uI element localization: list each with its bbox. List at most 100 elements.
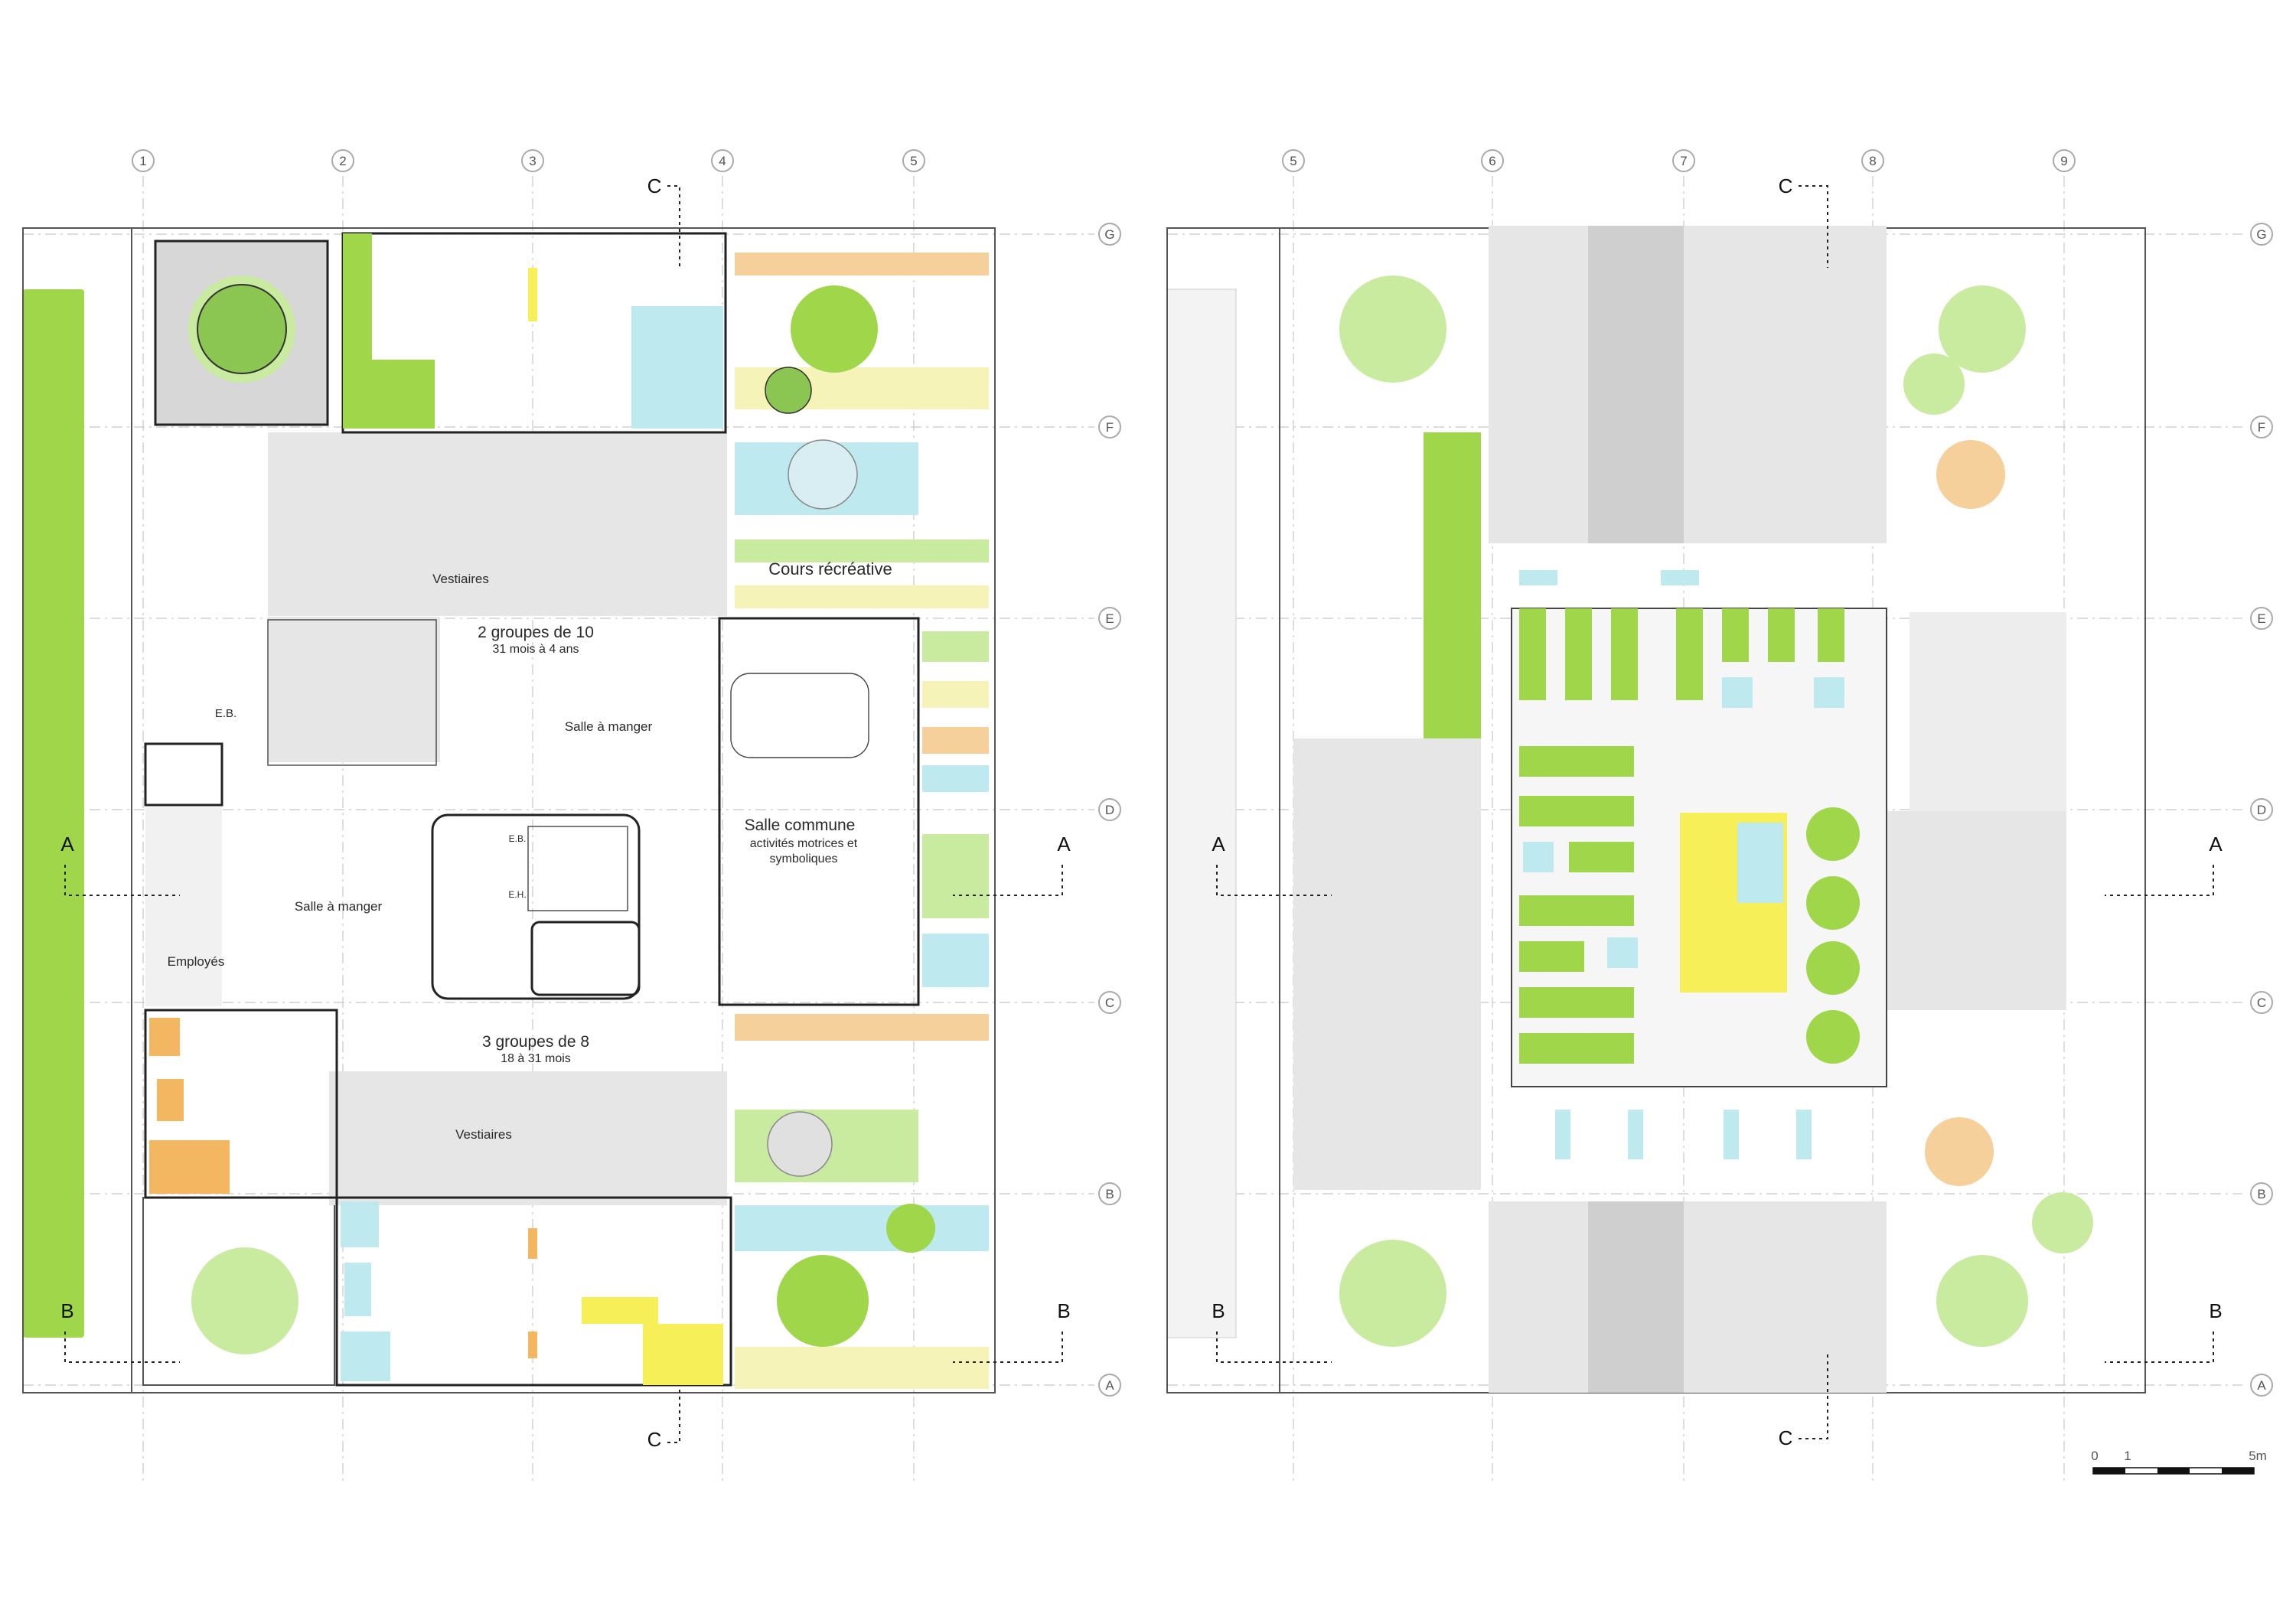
grid-col-7: 7 [1680,154,1687,168]
label-vestiaires-bottom: Vestiaires [455,1127,512,1142]
grid-row-b: B [1105,1187,1114,1201]
label-salle-commune-sub2: symboliques [770,852,838,865]
grid-col-6: 6 [1489,154,1495,168]
grid-row-bubbles-left: G F E D C B A [1098,223,1121,1397]
grid-row-c-r: C [2257,996,2266,1010]
scale-bar: 0 1 5m [2091,1449,2267,1475]
roof-skylight-10 [1796,1110,1812,1159]
roof-skylight-2 [1607,937,1638,968]
roof-skylight-9 [1724,1110,1739,1159]
roof-skylight-3 [1722,677,1753,708]
grid-row-f: F [1106,420,1114,435]
left-plan [22,227,996,1393]
roof-bar-2 [1565,608,1592,700]
roof-small-tree-top [1903,354,1965,415]
grid-col-8: 8 [1869,154,1876,168]
orange-strip-bottom-2 [528,1332,537,1358]
yellow-stair-bottom [582,1297,658,1324]
label-eb-core: E.B. [509,833,527,844]
grid-col-1: 1 [139,154,146,168]
grid-row-b-r: B [2257,1187,2265,1201]
grid-row-e: E [1105,611,1114,626]
section-a-right-e: A [2209,833,2223,856]
section-c-bottom-left: C [647,1428,662,1451]
grid-row-g-r: G [2256,227,2266,242]
roof-row-1 [1519,746,1634,777]
roof-bar-5 [1722,608,1749,662]
roof-row-2 [1519,796,1634,826]
roof-row-6 [1519,987,1634,1018]
roof-tree-3 [1806,941,1860,995]
band-orange-2 [922,727,989,754]
roof-small-tree-bottom [2032,1192,2093,1253]
grid-row-g: G [1104,227,1114,242]
band-yellow-3 [922,681,989,708]
band-green-1 [735,539,989,562]
cyan-block-bottom-2 [341,1332,390,1381]
section-c-top-left: C [647,174,662,197]
section-c-top-right: C [1779,174,1793,197]
section-b-right-w: B [1212,1299,1225,1322]
band-yellow-4 [735,1347,989,1389]
roof-row-5 [1519,941,1584,972]
roof-bar-3 [1611,608,1638,700]
grid-row-a: A [1105,1378,1114,1393]
roof-row-7 [1519,1033,1634,1064]
section-b-right-e: B [2209,1299,2222,1322]
label-cours: Cours récréative [768,559,892,579]
roof-row-4 [1519,895,1634,926]
section-a-left-w: A [60,833,74,856]
roof-tree-2 [1806,876,1860,930]
label-salle-manger-left: Salle à manger [295,899,383,914]
roof-tree-4 [1806,1010,1860,1064]
grid-row-a-r: A [2257,1378,2266,1393]
left-plan-labels: Cours récréative Vestiaires 2 groupes de… [168,559,892,1142]
roof-skylight-7 [1555,1110,1570,1159]
right-plan [1166,226,2146,1393]
hedge-strip [23,289,84,1338]
label-groupes10-age: 31 mois à 4 ans [493,643,579,656]
cyan-block-top [631,306,723,429]
roof-tree-1 [1806,807,1860,861]
roof-skylight-5 [1519,570,1557,585]
roof-skylight-8 [1628,1110,1643,1159]
green-block-top [343,360,435,429]
grid-row-f-r: F [2258,420,2265,435]
scale-label-1: 1 [2124,1449,2131,1463]
label-eh-core: E.H. [508,889,526,900]
band-cyan-4 [735,1205,989,1251]
roof-court-tree-tl [1339,275,1446,383]
cyan-stair-bottom [341,1201,379,1247]
band-green-2 [922,631,989,662]
label-eb-left: E.B. [215,707,236,720]
roof-orange-circle-top [1936,440,2005,509]
roof-skylight-1 [1523,842,1554,872]
grid-col-2: 2 [339,154,346,168]
scale-label-0: 0 [2091,1449,2098,1463]
grid-col-5: 5 [910,154,917,168]
band-green-3 [922,834,989,918]
roof-court-tree-bl [1339,1240,1446,1347]
label-groupes8-age: 18 à 31 mois [501,1052,571,1065]
roof-row-3 [1569,842,1634,872]
green-roof-strip [1424,432,1481,738]
grid-row-e-r: E [2257,611,2265,626]
section-c-bottom-right: C [1779,1426,1793,1449]
grid-row-bubbles-right: G F E D C B A [2250,223,2273,1397]
grid-col-3: 3 [529,154,536,168]
grid-col-4: 4 [719,154,726,168]
orange-stair [149,1018,180,1056]
roof-bar-6 [1768,608,1795,662]
roof-skylight-4 [1814,677,1844,708]
band-yellow-2 [735,585,989,608]
tree-small-bottom [886,1204,935,1253]
grid-bubbles: 1 2 3 4 5 5 6 7 8 9 [132,149,2076,172]
band-orange-1 [735,253,989,275]
round-green-bottom [777,1255,869,1347]
label-salle-manger-top: Salle à manger [565,719,653,734]
grid-col-5b: 5 [1290,154,1296,168]
band-cyan-3 [922,934,989,987]
orange-block-2 [149,1140,230,1194]
roof-yellow-skylight [1737,823,1783,903]
